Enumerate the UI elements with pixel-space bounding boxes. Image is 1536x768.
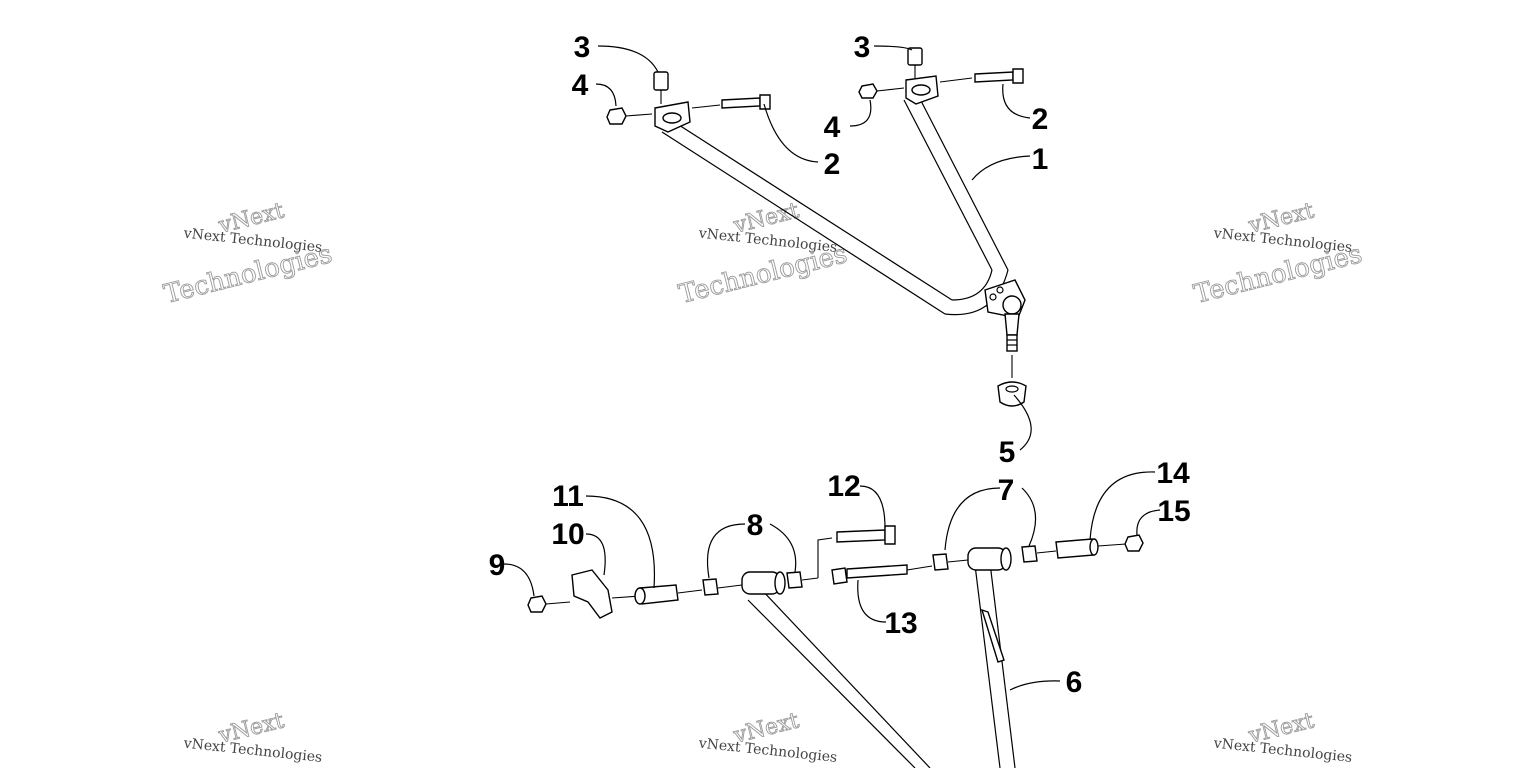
callout-2-right: 2 — [1032, 103, 1049, 136]
callout-5: 5 — [999, 436, 1016, 469]
leader-lines — [503, 45, 1161, 691]
lower-right-nut — [1124, 534, 1144, 552]
watermark-center-top: vNext vNext Technologies Technologies — [675, 198, 850, 310]
watermark-line3: Technologies — [161, 239, 335, 310]
callout-9: 9 — [489, 549, 506, 582]
callout-14: 14 — [1156, 457, 1190, 490]
upper-left-bolt — [691, 94, 771, 110]
callout-3-right: 3 — [854, 31, 871, 64]
lower-bolt-upper — [836, 525, 896, 545]
lower-bushing-left-outer — [702, 578, 743, 596]
watermark-right-top: vNext vNext Technologies Technologies — [1190, 198, 1365, 310]
callout-7: 7 — [998, 474, 1015, 507]
callout-12: 12 — [827, 470, 860, 503]
lower-left-nut — [527, 595, 571, 613]
watermark-right-bottom: vNext vNext Technologies — [1212, 708, 1353, 766]
callout-8: 8 — [747, 509, 764, 542]
watermark-center-bottom: vNext vNext Technologies — [697, 708, 838, 766]
upper-right-bolt — [939, 68, 1024, 84]
upper-left-bushing — [653, 71, 669, 104]
callout-2-left: 2 — [824, 148, 841, 181]
watermark-left-top: vNext vNext Technologies Technologies — [160, 198, 335, 310]
upper-right-nut — [858, 83, 905, 99]
callout-13: 13 — [884, 607, 917, 640]
lower-sleeve-left — [634, 584, 703, 605]
callout-1: 1 — [1032, 143, 1049, 176]
callout-15: 15 — [1157, 495, 1190, 528]
upper-left-nut — [606, 107, 653, 125]
callout-10: 10 — [551, 518, 584, 551]
lower-a-arm — [741, 547, 1016, 768]
callout-11: 11 — [552, 480, 584, 513]
callout-3-left: 3 — [574, 31, 591, 64]
lower-bushing-left-inner — [786, 537, 833, 589]
callout-4-right: 4 — [824, 111, 841, 144]
callout-6: 6 — [1066, 666, 1083, 699]
lower-bushing-right-inner — [932, 553, 969, 571]
lower-sleeve-right — [1055, 538, 1127, 559]
lower-bolt-lower — [831, 564, 933, 585]
ball-joint-nut — [997, 355, 1027, 407]
watermark-left-bottom: vNext vNext Technologies — [182, 708, 323, 766]
callout-4-left: 4 — [572, 69, 589, 102]
lower-bracket — [571, 569, 641, 619]
lower-bushing-right-outer — [1021, 545, 1057, 563]
upper-a-arm — [654, 75, 1026, 352]
watermark-line3: Technologies — [676, 239, 850, 310]
watermark-line3: Technologies — [1191, 239, 1365, 310]
upper-right-bushing — [907, 47, 923, 78]
